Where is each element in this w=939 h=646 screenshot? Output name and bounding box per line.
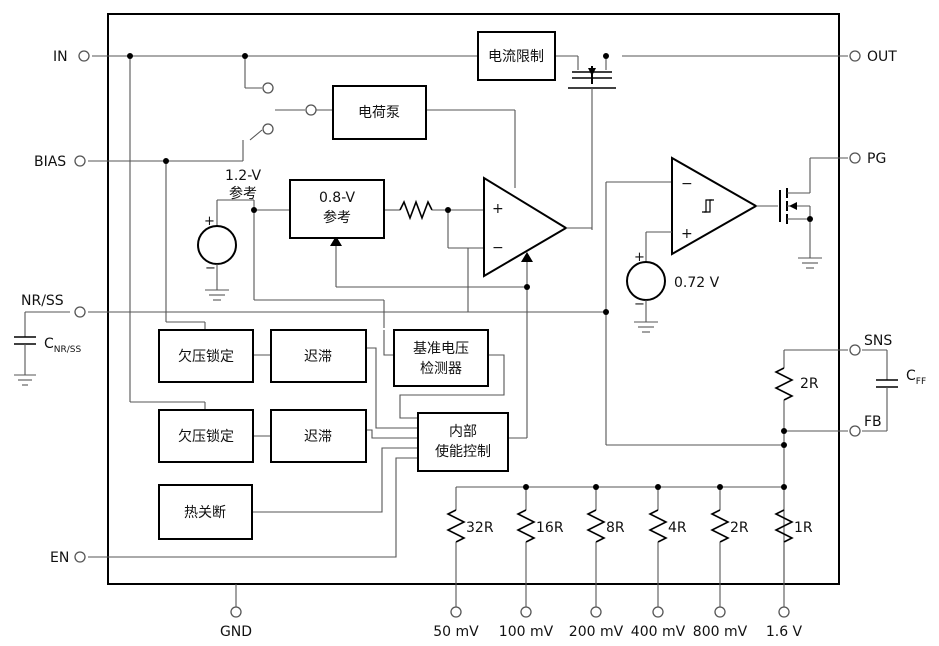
pin-gnd	[230, 606, 242, 618]
vpin-100mv: 100 mV	[499, 624, 554, 640]
pin-pg	[849, 152, 861, 164]
pin-fb	[849, 425, 861, 437]
ref-08v-block	[289, 179, 385, 239]
ref-detect-label-2: 检测器	[420, 361, 462, 377]
nrss-line	[14, 311, 606, 386]
pin-bias	[74, 155, 86, 167]
cff-label: CFF	[906, 368, 926, 387]
res-8r: 8R	[606, 520, 625, 536]
vpin-400mv: 400 mV	[631, 624, 686, 640]
enable-label-2: 使能控制	[435, 443, 491, 460]
pin-sns	[849, 344, 861, 356]
enable-control-block	[417, 412, 509, 472]
ref-detect-label-1: 基准电压	[413, 340, 469, 357]
pg-fet	[779, 157, 848, 269]
enable-label-1: 内部	[449, 424, 477, 440]
res-4r: 4R	[668, 520, 687, 536]
ref-12v-label-2: 参考	[229, 185, 257, 202]
svg-text:+: +	[634, 250, 645, 265]
hysteresis-block-1	[270, 329, 367, 383]
uvlo-label-2: 欠压锁定	[178, 429, 234, 445]
pin-400mv	[652, 606, 664, 618]
chip-outline	[107, 13, 840, 585]
hysteresis-label-1: 迟滞	[304, 349, 332, 365]
pin-200mv	[590, 606, 602, 618]
uvlo-block-1	[158, 329, 254, 383]
error-amplifier	[483, 176, 592, 278]
pin-100mv	[520, 606, 532, 618]
current-limit-label: 电流限制	[488, 49, 544, 65]
thermal-label: 热关断	[184, 505, 226, 521]
ref-detector-block	[393, 329, 489, 387]
ref-to-opamp	[384, 199, 484, 249]
vpin-50mv: 50 mV	[433, 624, 479, 640]
uvlo-block-2	[158, 409, 254, 463]
vpin-200mv: 200 mV	[569, 624, 624, 640]
vpin-1v6: 1.6 V	[766, 624, 803, 640]
opamp-minus: −	[492, 240, 504, 256]
pg-comparator	[626, 156, 778, 333]
ref-12v-label-1: 1.2-V	[225, 168, 261, 184]
ref-08v-label-2: 参考	[323, 209, 351, 226]
ref-12v-source	[197, 199, 385, 328]
hysteresis-label-2: 迟滞	[304, 429, 332, 445]
svg-text:−: −	[634, 297, 645, 312]
label-sns: SNS	[864, 333, 892, 349]
label-fb: FB	[864, 414, 882, 430]
current-limit-block	[477, 31, 556, 81]
label-gnd: GND	[220, 624, 252, 640]
label-nrss: NR/SS	[21, 293, 64, 309]
pin-out	[849, 50, 861, 62]
comp-plus: +	[681, 226, 693, 242]
resistor-ladder	[446, 486, 794, 607]
cnr-label: CNR/SS	[44, 336, 82, 355]
in-rail	[92, 55, 848, 412]
charge-pump-block	[332, 85, 427, 140]
res-16r: 16R	[536, 520, 564, 536]
vpin-800mv: 800 mV	[693, 624, 748, 640]
res-1r: 1R	[794, 520, 813, 536]
sns-resistor-label: 2R	[800, 376, 819, 392]
control-wiring	[88, 330, 505, 558]
label-pg: PG	[867, 151, 886, 167]
svg-text:+: +	[204, 214, 215, 229]
label-in: IN	[53, 49, 68, 65]
pin-1v6	[778, 606, 790, 618]
res-32r: 32R	[466, 520, 494, 536]
pass-fet	[568, 66, 616, 230]
label-en: EN	[50, 550, 69, 566]
uvlo-label-1: 欠压锁定	[178, 349, 234, 365]
res-2r: 2R	[730, 520, 749, 536]
comp-minus: −	[681, 176, 693, 192]
hysteresis-block-2	[270, 409, 367, 463]
thermal-shutdown-block	[158, 484, 253, 540]
charge-pump-label: 电荷泵	[358, 105, 400, 121]
label-bias: BIAS	[34, 154, 66, 170]
svg-text:−: −	[205, 261, 216, 276]
pin-800mv	[714, 606, 726, 618]
pg-threshold-label: 0.72 V	[674, 275, 720, 291]
pin-en	[74, 551, 86, 563]
pin-in	[78, 50, 90, 62]
charge-pump-switch	[245, 82, 516, 188]
sns-fb-divider	[774, 349, 898, 585]
ref-08v-label-1: 0.8-V	[319, 190, 355, 206]
pin-50mv	[450, 606, 462, 618]
opamp-plus: +	[492, 201, 504, 217]
label-out: OUT	[867, 49, 897, 65]
pin-nrss	[74, 306, 86, 318]
